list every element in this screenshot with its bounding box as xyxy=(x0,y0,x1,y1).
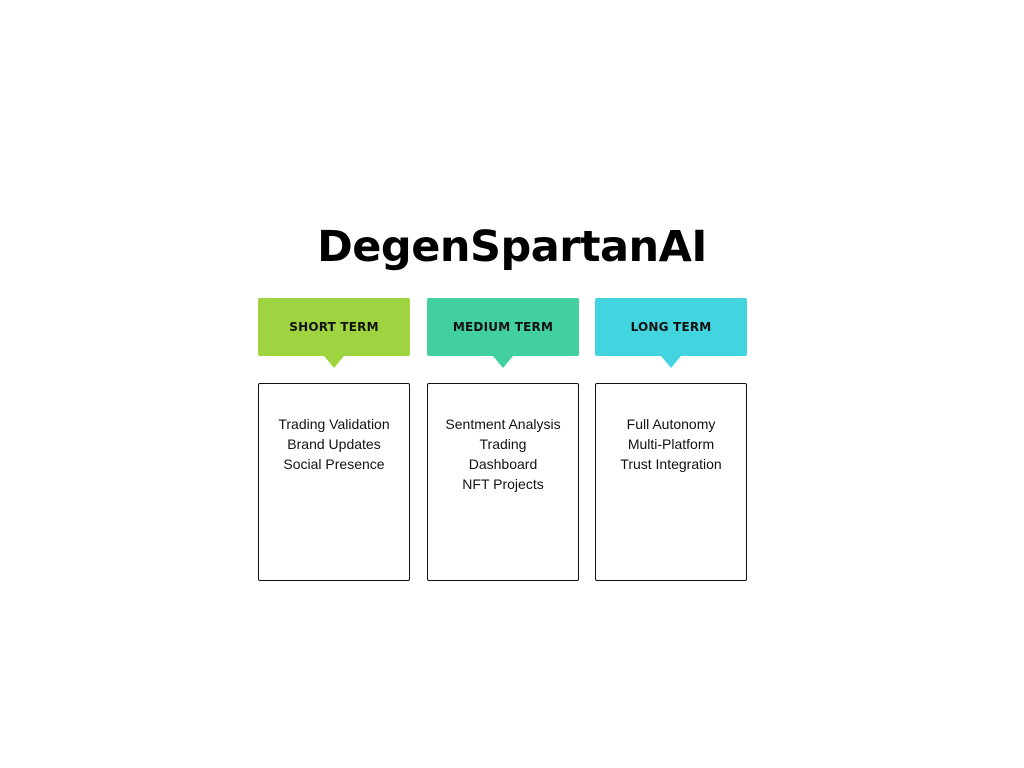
list-item: Brand Updates xyxy=(287,436,381,452)
pointer-arrow xyxy=(661,356,681,368)
list-item: Trading xyxy=(479,436,527,452)
column-short-term: SHORT TERM Trading Validation Brand Upda… xyxy=(258,298,410,581)
list-item: Multi-Platform xyxy=(627,436,715,452)
list-item: NFT Projects xyxy=(462,476,544,492)
item-list: Sentment Analysis Trading Dashboard NFT … xyxy=(428,384,578,494)
card-short-term: Trading Validation Brand Updates Social … xyxy=(258,383,410,581)
header-label: SHORT TERM xyxy=(289,320,379,334)
column-medium-term: MEDIUM TERM Sentment Analysis Trading Da… xyxy=(427,298,579,581)
column-long-term: LONG TERM Full Autonomy Multi-Platform T… xyxy=(595,298,747,581)
header-medium-term: MEDIUM TERM xyxy=(427,298,579,368)
list-item: Social Presence xyxy=(283,456,385,472)
header-label: LONG TERM xyxy=(630,320,712,334)
header-long-term: LONG TERM xyxy=(595,298,747,368)
card-long-term: Full Autonomy Multi-Platform Trust Integ… xyxy=(595,383,747,581)
list-item: Full Autonomy xyxy=(626,416,716,432)
header-short-term: SHORT TERM xyxy=(258,298,410,368)
pointer-arrow xyxy=(493,356,513,368)
list-item: Dashboard xyxy=(468,456,538,472)
list-item: Sentment Analysis xyxy=(445,416,561,432)
item-list: Full Autonomy Multi-Platform Trust Integ… xyxy=(596,384,746,474)
diagram-title: DegenSpartanAI xyxy=(317,222,707,272)
list-item: Trust Integration xyxy=(620,456,722,472)
header-label: MEDIUM TERM xyxy=(452,320,554,334)
list-item: Trading Validation xyxy=(278,416,390,432)
item-list: Trading Validation Brand Updates Social … xyxy=(259,384,409,474)
card-medium-term: Sentment Analysis Trading Dashboard NFT … xyxy=(427,383,579,581)
pointer-arrow xyxy=(324,356,344,368)
